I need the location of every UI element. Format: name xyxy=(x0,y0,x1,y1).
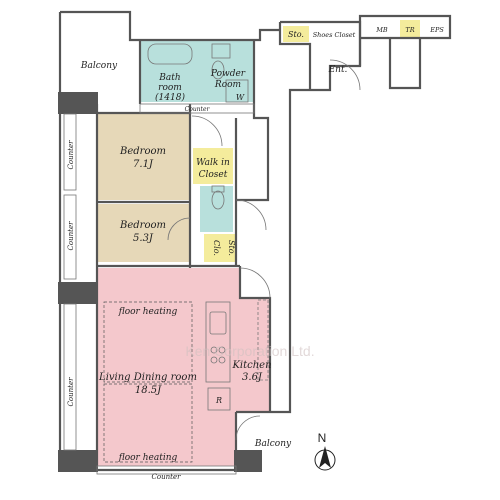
kitchen-counter xyxy=(205,301,231,383)
eps-label: EPS xyxy=(429,26,444,34)
balcony-top-label: Balcony xyxy=(80,61,118,71)
tr-label: TR xyxy=(405,26,414,34)
storage-top-area xyxy=(283,26,309,42)
storage-side-area xyxy=(222,234,236,262)
closet-label: Clo. xyxy=(212,240,221,256)
fridge xyxy=(207,387,231,411)
tr-area xyxy=(400,20,420,38)
kitchen-size: 3.6J xyxy=(242,372,263,383)
bedroom-1-area xyxy=(97,113,190,200)
compass-north-label: N xyxy=(318,431,327,445)
counter-bottom-label: Counter xyxy=(152,473,182,481)
bathtub xyxy=(147,43,193,65)
washer-label: W xyxy=(236,93,245,102)
bedroom-2-size: 5.3J xyxy=(133,233,154,244)
living-dining-size: 18.5J xyxy=(135,385,162,396)
entrance-label: Ent. xyxy=(328,65,348,75)
bedroom-1-name: Bedroom xyxy=(119,146,166,157)
bathroom-label-line3: (1418) xyxy=(155,92,185,103)
walk-in-closet-label-line1: Walk in xyxy=(196,158,230,168)
floor-heating-zone-top xyxy=(103,301,193,383)
shoes-closet-label: Shoes Closet xyxy=(313,31,356,39)
living-dining-name: Living Dining room xyxy=(98,372,197,383)
mb-label: MB xyxy=(375,26,388,34)
floor-heating-top-label: floor heating xyxy=(118,307,178,317)
closet-area xyxy=(204,234,222,262)
walk-in-closet-area xyxy=(193,148,233,184)
watermark: Ken Corporation Ltd. xyxy=(185,343,314,359)
fridge-label: R xyxy=(215,396,222,405)
counter-left-1-label: Counter xyxy=(67,140,75,170)
storage-side-label: Sto. xyxy=(227,240,236,256)
floor-heating-bottom-label: floor heating xyxy=(118,453,178,463)
living-dining-area xyxy=(97,268,270,466)
compass-icon xyxy=(314,446,336,471)
walk-in-closet-label-line2: Closet xyxy=(199,170,228,180)
counter-left-2-label: Counter xyxy=(67,221,75,251)
bedroom-1-size: 7.1J xyxy=(133,159,154,170)
kitchen-name: Kitchen xyxy=(231,360,271,371)
balcony-bottom-label: Balcony xyxy=(254,439,292,449)
bathroom-label-line1: Bath xyxy=(158,73,180,83)
storage-top-label: Sto. xyxy=(288,30,304,39)
powder-room-area xyxy=(202,40,254,102)
powder-room-label-line1: Powder xyxy=(210,69,246,79)
bedroom-2-area xyxy=(97,204,190,262)
powder-room-label-line2: Room xyxy=(214,80,241,90)
counter-top-label: Counter xyxy=(185,106,211,113)
bedroom-2-name: Bedroom xyxy=(119,220,166,231)
floor-heating-zone-bottom xyxy=(103,383,193,463)
counter-left-3-label: Counter xyxy=(67,377,75,407)
bathroom-label-line2: room xyxy=(158,83,182,93)
counter-bottom xyxy=(96,465,237,475)
counter-top xyxy=(139,103,255,114)
